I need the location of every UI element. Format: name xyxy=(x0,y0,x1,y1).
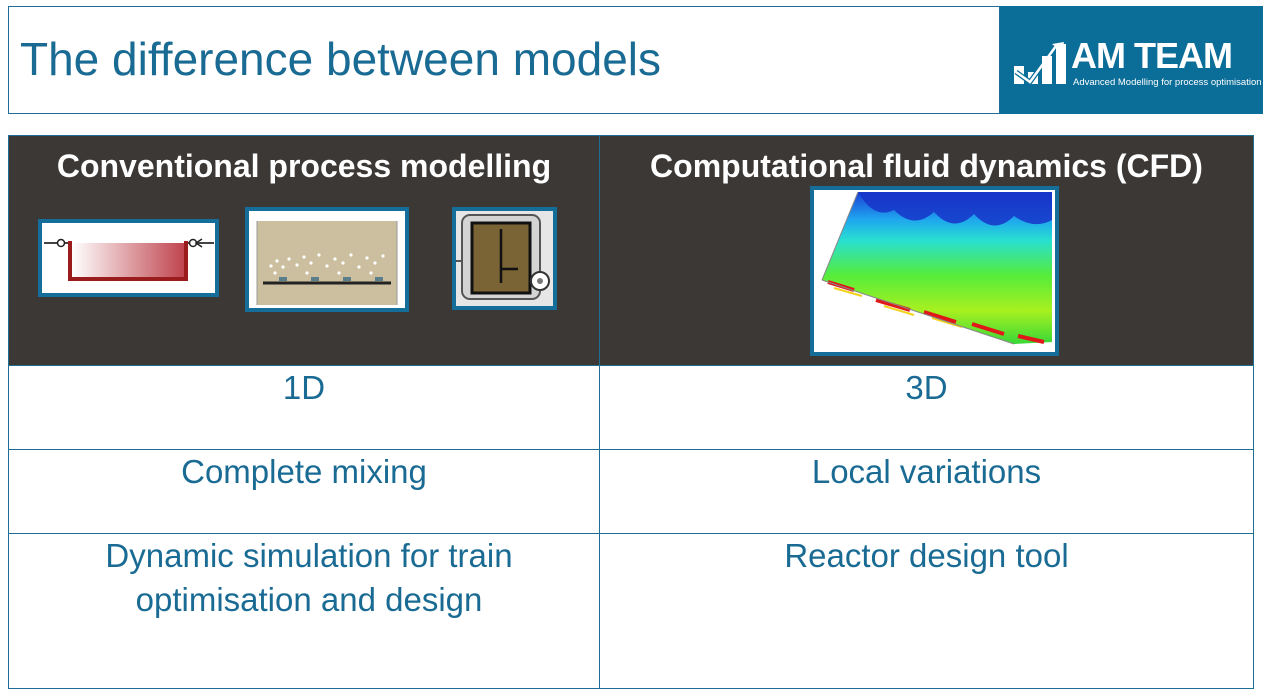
logo-tagline: Advanced Modelling for process optimisat… xyxy=(1073,77,1262,88)
logo: AM TEAM Advanced Modelling for process o… xyxy=(1000,6,1263,114)
table-cell: 3D xyxy=(599,365,1254,450)
logo-name: AM TEAM xyxy=(1071,35,1233,76)
title-bar: The difference between models xyxy=(8,6,1000,114)
cfd-render-image xyxy=(810,186,1059,356)
table-cell: 1D xyxy=(8,365,600,450)
table-cell: Local variations xyxy=(599,449,1254,534)
table-cell: Dynamic simulation for train optimisatio… xyxy=(8,533,600,689)
settler-image xyxy=(452,207,557,310)
page-title: The difference between models xyxy=(20,33,661,85)
column-heading: Computational fluid dynamics (CFD) xyxy=(650,148,1203,184)
tank-reactor-image xyxy=(38,219,219,297)
table-row: Dynamic simulation for train optimisatio… xyxy=(8,533,1254,689)
column-heading: Conventional process modelling xyxy=(56,148,552,184)
logo-mark-icon xyxy=(1014,42,1066,86)
table-cell: Reactor design tool xyxy=(599,533,1254,689)
aerated-basin-image xyxy=(245,207,409,312)
table-cell: Complete mixing xyxy=(8,449,600,534)
table-row: Complete mixing Local variations xyxy=(8,449,1254,534)
table-row: 1D 3D xyxy=(8,365,1254,450)
